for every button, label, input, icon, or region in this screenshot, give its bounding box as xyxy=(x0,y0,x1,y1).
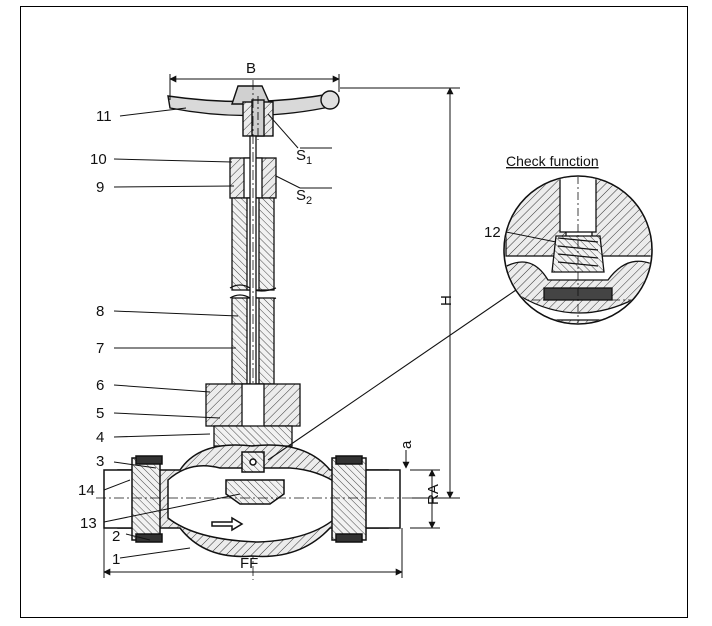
detail-title: Check function xyxy=(506,153,599,169)
dim-label-h: H xyxy=(438,295,455,306)
size-s2: S2 xyxy=(296,187,312,207)
bonnet xyxy=(205,383,301,447)
dim-label-ff: FF xyxy=(240,555,258,572)
part-number-11: 11 xyxy=(96,108,112,125)
figure-frame xyxy=(20,6,688,618)
part-number-9: 9 xyxy=(96,179,104,196)
leader-lines xyxy=(103,107,557,559)
part-number-12: 12 xyxy=(484,224,501,241)
part-number-2: 2 xyxy=(112,528,120,545)
size-s1: S1 xyxy=(296,147,312,167)
part-number-10: 10 xyxy=(90,151,107,168)
part-number-3: 3 xyxy=(96,453,104,470)
part-number-5: 5 xyxy=(96,405,104,422)
dim-label-b: B xyxy=(246,60,256,77)
dim-label-ra: RA xyxy=(425,484,442,505)
dimensions xyxy=(103,74,460,578)
stem-assembly xyxy=(229,80,277,580)
valve-body xyxy=(96,444,412,558)
dim-label-a: a xyxy=(398,440,415,449)
part-number-13: 13 xyxy=(80,515,97,532)
part-number-1: 1 xyxy=(112,551,120,568)
part-number-7: 7 xyxy=(96,340,104,357)
labels: B H FF RA a Check function S1 S2 11 10 9… xyxy=(78,60,599,572)
part-number-6: 6 xyxy=(96,377,104,394)
part-number-8: 8 xyxy=(96,303,104,320)
handwheel xyxy=(167,85,340,140)
check-function-detail xyxy=(267,175,653,461)
part-number-4: 4 xyxy=(96,429,104,446)
part-number-14: 14 xyxy=(78,482,95,499)
